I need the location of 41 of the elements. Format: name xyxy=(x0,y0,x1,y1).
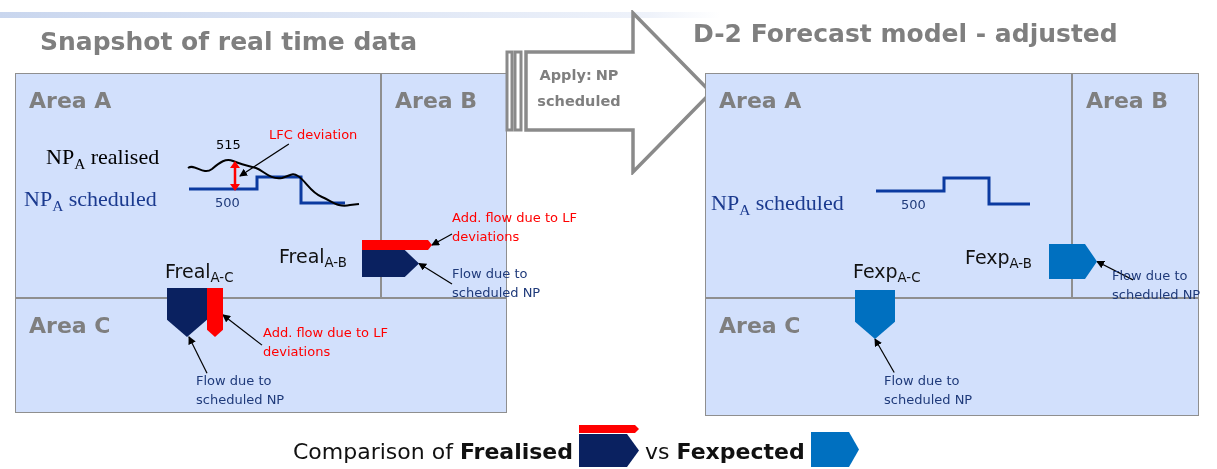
flow-label: Freal$_{A-B}$ xyxy=(279,245,347,267)
area-title: Area A xyxy=(29,88,112,113)
annotation-text: LFC deviation xyxy=(269,125,385,145)
area-title: Area B xyxy=(1086,88,1169,113)
area-region xyxy=(15,298,507,413)
panel-heading: Snapshot of real time data xyxy=(40,27,418,56)
area-title: Area B xyxy=(395,88,478,113)
annotation-text: Add. flow due to LF deviations xyxy=(263,323,403,365)
series-label: NP$_{A}$ scheduled xyxy=(711,190,844,216)
flow-label: Fexp$_{A-C}$ xyxy=(853,260,921,282)
leader-line xyxy=(222,314,263,346)
leader-line xyxy=(188,336,208,374)
annotation-text: Add. flow due to LF deviations xyxy=(452,208,592,250)
leader-line xyxy=(239,143,290,177)
area-region xyxy=(705,298,1199,416)
value-label: 515 xyxy=(216,137,241,152)
area-region xyxy=(705,73,1072,298)
leader-line xyxy=(418,262,453,285)
annotation-text: Flow due to scheduled NP xyxy=(884,371,996,413)
area-title: Area C xyxy=(719,313,801,338)
area-title: Area C xyxy=(29,313,111,338)
flow-arrow-shape xyxy=(167,288,207,337)
arrow-label: Apply: NP scheduled xyxy=(536,66,622,111)
value-label: 500 xyxy=(215,195,240,210)
caption-text: vs Fexpected xyxy=(645,438,805,466)
area-region xyxy=(15,73,381,298)
area-title: Area A xyxy=(719,88,802,113)
caption-text: Comparison of Frealised xyxy=(293,438,573,466)
flow-label: Freal$_{A-C}$ xyxy=(165,260,234,282)
value-label: 500 xyxy=(901,197,926,212)
series-label: NP$_{A}$ scheduled xyxy=(24,186,157,212)
panel-heading: D-2 Forecast model - adjusted xyxy=(693,19,1118,48)
leader-line xyxy=(431,233,453,246)
series-label: NP$_{A}$ realised xyxy=(46,144,160,170)
flow-arrow-shape xyxy=(1049,244,1097,279)
annotation-text: Flow due to scheduled NP xyxy=(196,371,316,411)
area-region xyxy=(1072,73,1199,298)
flow-arrow-shape xyxy=(855,290,895,339)
flow-label: Fexp$_{A-B}$ xyxy=(965,246,1032,268)
flow-arrow-shape xyxy=(362,250,419,277)
leader-line xyxy=(874,338,895,374)
